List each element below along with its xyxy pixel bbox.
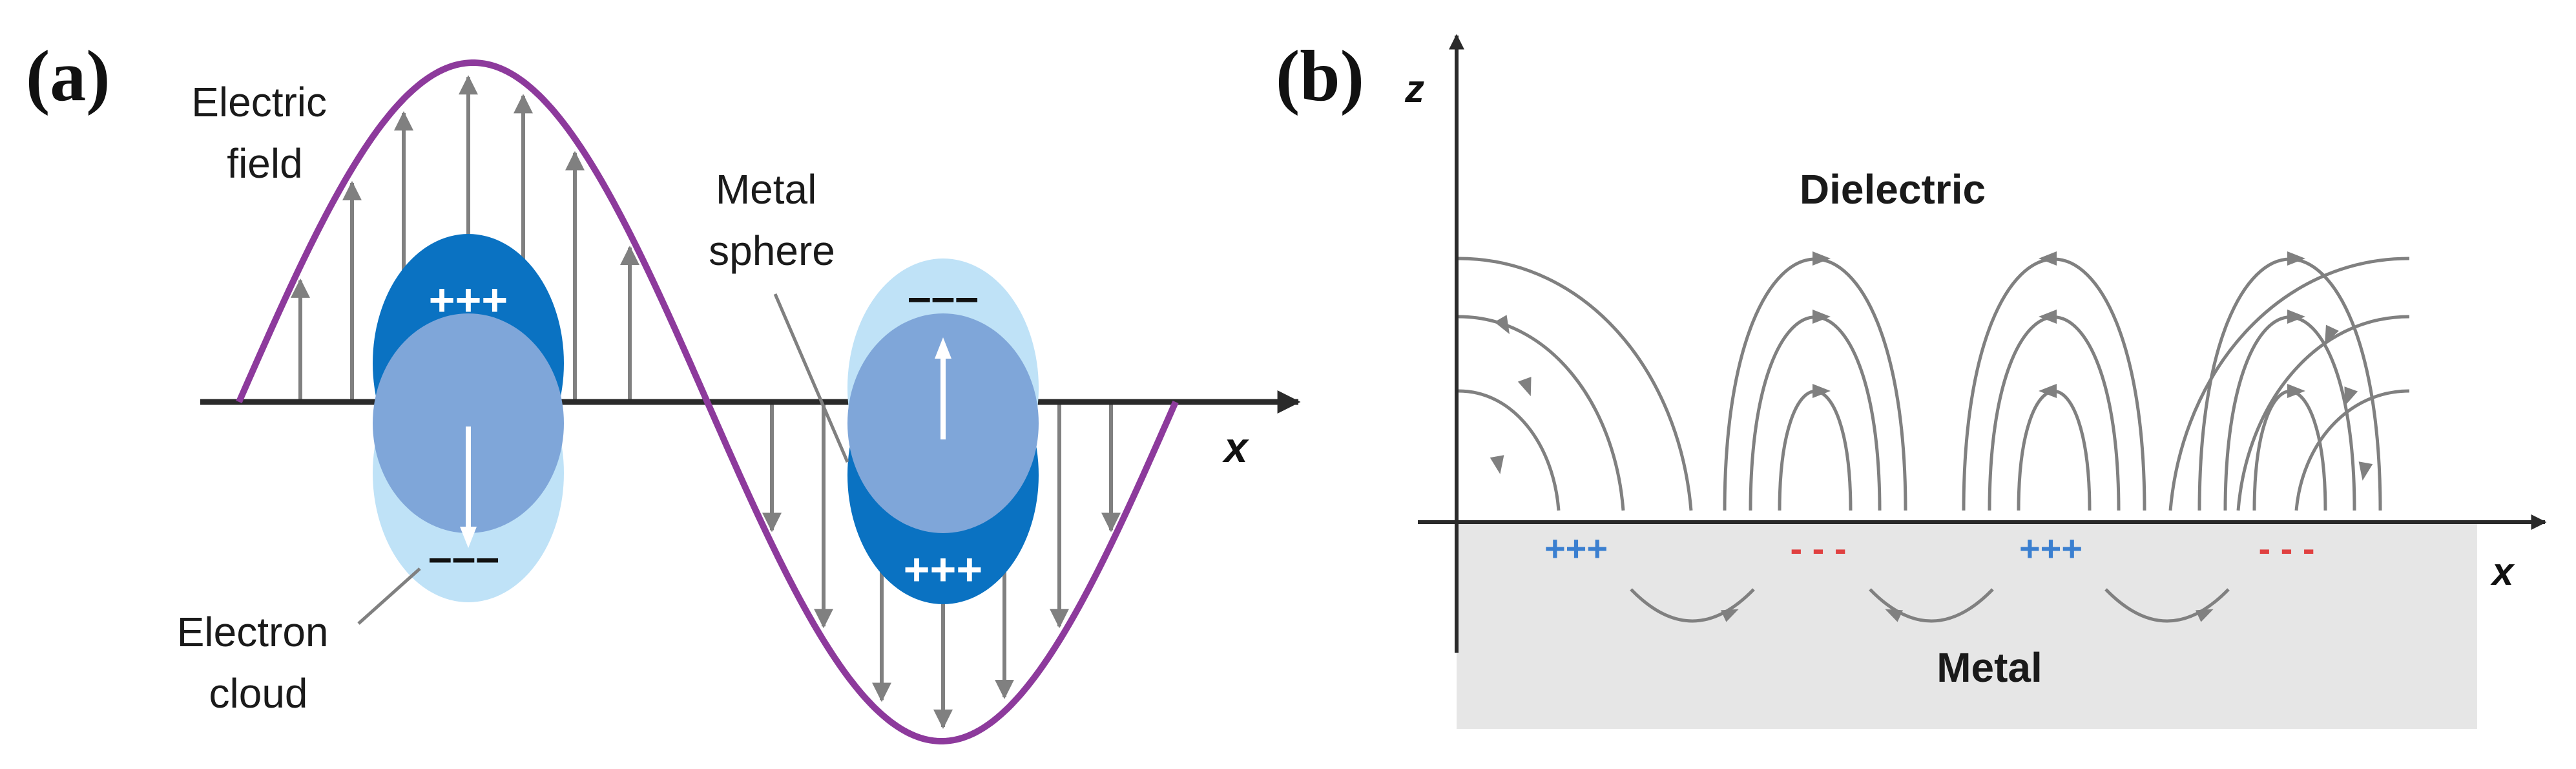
electron-cloud-label-line2: cloud	[209, 670, 308, 717]
metal-current-arcs	[1630, 588, 2230, 623]
metal-current-arc	[1630, 588, 1755, 623]
metal-sphere-label-line2: sphere	[709, 227, 835, 274]
electric-field-label-line1: Electric	[191, 79, 327, 125]
field-line-partial-left	[1458, 257, 1693, 511]
dipole-arrow-left-head	[460, 527, 477, 548]
metal-sphere-label: Metal sphere	[709, 166, 835, 274]
electron-cloud-pointer	[357, 567, 421, 625]
field-line-partial-right	[2168, 257, 2410, 511]
field-line-partial-right	[2294, 389, 2410, 511]
positive-charges-right: +++	[904, 544, 983, 595]
electron-cloud-label: Electron cloud	[177, 609, 340, 717]
negative-charges-left: –––	[428, 533, 499, 581]
panel-a-label: (a)	[26, 36, 110, 116]
panel-b-x-axis-label: x	[2490, 550, 2515, 593]
surface-charge-negative-1: - - -	[1790, 528, 1846, 569]
field-line-loop	[1778, 390, 1853, 511]
electric-field-wave	[236, 59, 1179, 744]
field-line-arrowhead	[2039, 310, 2057, 324]
panel-a-x-axis-label: x	[1222, 423, 1249, 471]
electric-field-label: Electric field	[191, 79, 338, 187]
panel-b-z-axis-label: z	[1404, 67, 1424, 111]
field-line-arrowhead	[2344, 386, 2358, 406]
metal-sphere-right: ––– +++	[847, 258, 1039, 604]
field-line-arrowhead	[2287, 384, 2305, 398]
sphere-core-left	[373, 313, 564, 533]
field-line-arrowhead	[2039, 384, 2057, 398]
field-line-partial-right	[2236, 315, 2410, 511]
metal-label: Metal	[1937, 644, 2042, 691]
metal-current-arc	[1869, 588, 1994, 623]
field-line-arrowhead	[2039, 251, 2057, 266]
field-line-arrowhead	[1490, 455, 1504, 474]
field-line-partial-left	[1458, 389, 1561, 511]
surface-plasmon-field-lines	[1458, 251, 2410, 511]
field-line-arrowhead	[1813, 384, 1831, 398]
surface-charge-negative-2: - - -	[2258, 528, 2314, 569]
surface-charge-positive-2: +++	[2019, 528, 2083, 569]
field-line-arrowhead	[1494, 315, 1510, 335]
metal-sphere-label-line1: Metal	[716, 166, 817, 213]
dipole-arrow-right-head	[935, 337, 951, 359]
field-line-arrowhead	[2287, 251, 2305, 266]
panel-a: (a) x +++ ––– ––– +++	[26, 36, 1301, 744]
field-line-arrowhead	[1813, 310, 1831, 324]
field-line-arrowhead	[2358, 461, 2373, 481]
dielectric-label: Dielectric	[1800, 166, 1986, 213]
field-line-arrowhead	[2287, 310, 2305, 324]
panel-b: (b) z x Dielectric Metal +++ - - - +++ -…	[1276, 34, 2547, 729]
field-line-partial-left	[1458, 315, 1625, 511]
surface-charge-positive-1: +++	[1544, 528, 1608, 569]
field-line-loop	[2223, 315, 2356, 511]
field-line-arrowhead	[1517, 377, 1532, 397]
metal-current-arrowhead	[2195, 609, 2214, 622]
field-line-arrowhead	[2325, 324, 2339, 344]
field-line-loop	[1988, 315, 2121, 511]
field-line-loop	[1749, 315, 1882, 511]
panel-b-label: (b)	[1276, 36, 1364, 116]
metal-current-arrowhead	[1720, 609, 1739, 622]
field-line-arrowhead	[1813, 251, 1831, 266]
positive-charges-left: +++	[429, 275, 508, 325]
metal-sphere-pointer	[773, 293, 849, 463]
electron-cloud-label-line1: Electron	[177, 609, 329, 655]
metal-current-arrowhead	[1885, 609, 1904, 622]
metal-current-arc	[2104, 588, 2230, 623]
field-line-loop	[2017, 390, 2092, 511]
electric-field-label-line2: field	[227, 140, 302, 187]
metal-sphere-left: +++ –––	[373, 234, 564, 602]
metal-region	[1457, 522, 2477, 729]
negative-charges-right: –––	[908, 273, 979, 321]
